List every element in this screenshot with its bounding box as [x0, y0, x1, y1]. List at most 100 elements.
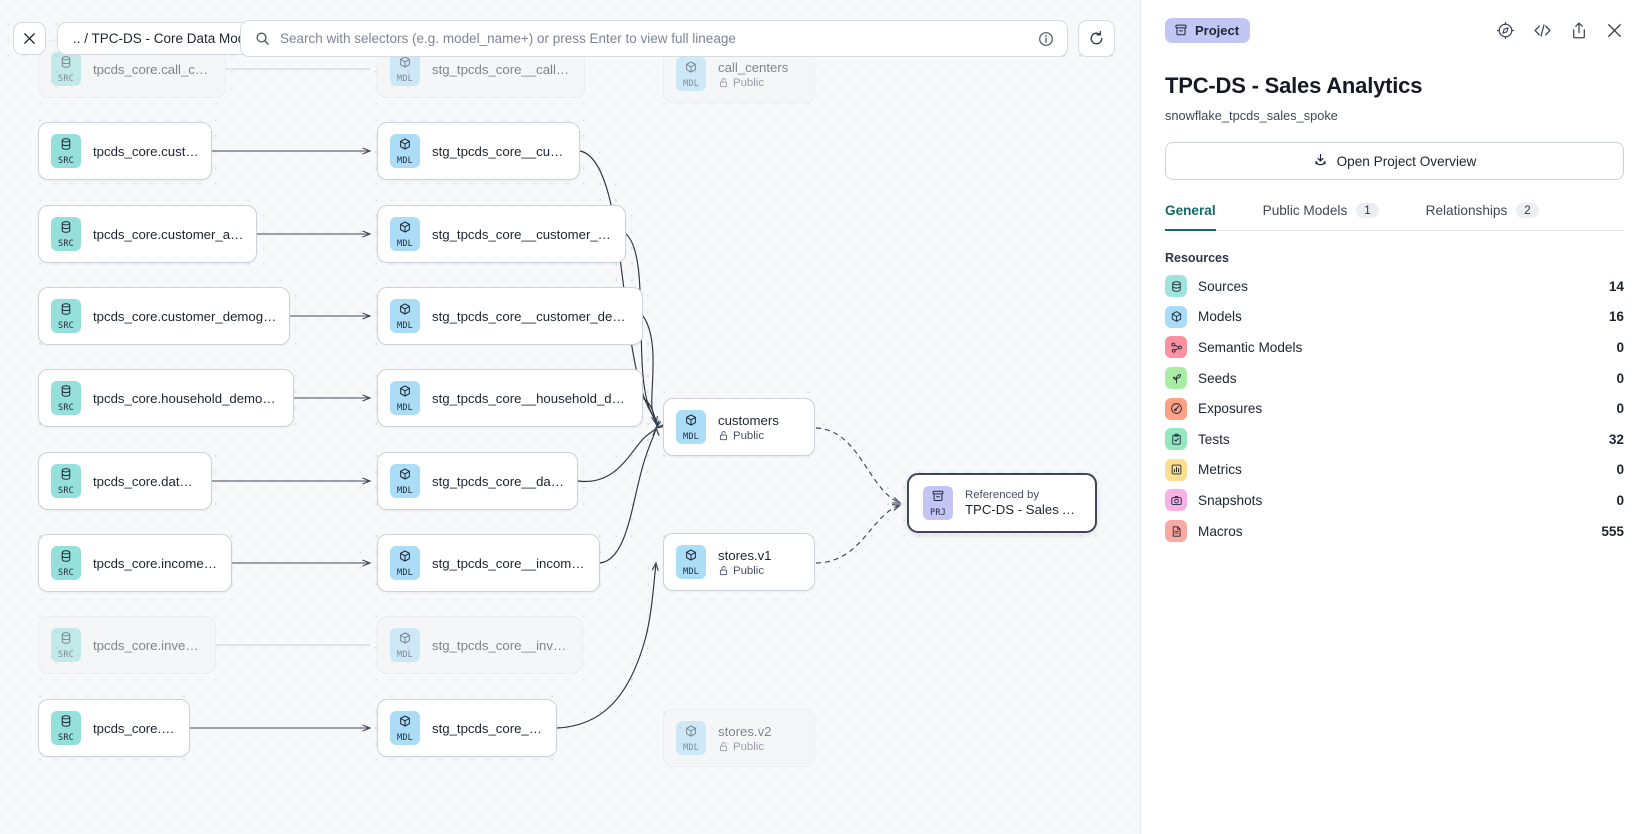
- resource-row-models[interactable]: Models 16: [1165, 302, 1624, 333]
- graph-node[interactable]: MDL stores.v2Public: [663, 709, 815, 767]
- breadcrumb-label: .. / TPC-DS - Core Data Models: [73, 31, 263, 46]
- tab-relationships[interactable]: Relationships2: [1426, 203, 1539, 231]
- graph-node[interactable]: SRC tpcds_core.household_demographics: [38, 369, 294, 427]
- node-type-badge-mdl: MDL: [390, 711, 420, 745]
- resource-name: Sources: [1198, 279, 1598, 294]
- node-label: tpcds_core.store: [93, 721, 177, 736]
- graph-node-project[interactable]: PRJ Referenced byTPC-DS - Sales Analytic…: [907, 473, 1097, 533]
- open-project-overview-button[interactable]: Open Project Overview: [1165, 142, 1624, 180]
- document-icon: [1165, 520, 1187, 542]
- database-icon: [59, 137, 73, 151]
- graph-node[interactable]: MDL stg_tpcds_core__date_dim: [377, 452, 578, 510]
- node-label: tpcds_core.inventory: [93, 638, 203, 653]
- graph-node[interactable]: SRC tpcds_core.customer_demographics: [38, 287, 290, 345]
- node-label: tpcds_core.customer: [93, 144, 199, 159]
- cube-icon: [398, 714, 412, 728]
- node-text: stores.v2Public: [718, 724, 784, 753]
- explore-compass-icon[interactable]: [1496, 21, 1515, 40]
- lineage-canvas[interactable]: .. / TPC-DS - Core Data Models: [0, 0, 1140, 834]
- node-label: stg_tpcds_core__date_dim: [432, 474, 565, 489]
- resource-count: 14: [1609, 279, 1624, 294]
- graph-node[interactable]: MDL stg_tpcds_core__customer_address: [377, 205, 626, 263]
- resource-count: 0: [1616, 462, 1624, 477]
- node-text: tpcds_core.household_demographics: [93, 391, 293, 406]
- graph-node[interactable]: SRC tpcds_core.inventory: [38, 616, 216, 674]
- resource-count: 555: [1601, 524, 1624, 539]
- node-visibility: Public: [718, 741, 772, 753]
- resource-row-semantic-models[interactable]: Semantic Models 0: [1165, 332, 1624, 363]
- graph-node[interactable]: MDL stg_tpcds_core__income_band: [377, 534, 600, 592]
- page-title: TPC-DS - Sales Analytics: [1165, 73, 1624, 99]
- graph-node[interactable]: SRC tpcds_core.income_band: [38, 534, 232, 592]
- tab-general[interactable]: General: [1165, 203, 1216, 231]
- close-lineage-button[interactable]: [13, 22, 46, 55]
- panel-action-icons: [1496, 21, 1624, 40]
- node-text: tpcds_core.customer_demographics: [93, 309, 289, 324]
- refresh-button[interactable]: [1078, 20, 1115, 57]
- graph-node[interactable]: SRC tpcds_core.store: [38, 699, 190, 757]
- lock-open-icon: [718, 741, 729, 752]
- node-type-badge-src: SRC: [51, 217, 81, 251]
- code-brackets-icon[interactable]: [1532, 21, 1553, 40]
- graph-node[interactable]: MDL stg_tpcds_core__customer: [377, 122, 580, 180]
- node-text: stores.v1Public: [718, 548, 784, 577]
- resource-row-exposures[interactable]: Exposures 0: [1165, 393, 1624, 424]
- resource-row-metrics[interactable]: Metrics 0: [1165, 455, 1624, 486]
- graph-node[interactable]: MDL stg_tpcds_core__inventory: [377, 616, 582, 674]
- node-label: stg_tpcds_core__customer_address: [432, 227, 613, 242]
- graph-node[interactable]: SRC tpcds_core.customer: [38, 122, 212, 180]
- lock-open-icon: [718, 565, 729, 576]
- resource-row-seeds[interactable]: Seeds 0: [1165, 363, 1624, 394]
- cube-icon: [398, 467, 412, 481]
- node-text: tpcds_core.income_band: [93, 556, 231, 571]
- project-subtitle: snowflake_tpcds_sales_spoke: [1165, 108, 1624, 123]
- graph-node[interactable]: SRC tpcds_core.customer_address: [38, 205, 257, 263]
- tab-public-models[interactable]: Public Models1: [1263, 203, 1379, 231]
- node-type-badge-mdl: MDL: [676, 721, 706, 755]
- node-type-badge-mdl: MDL: [390, 381, 420, 415]
- node-type-badge-src: SRC: [51, 52, 81, 86]
- node-type-badge-src: SRC: [51, 628, 81, 662]
- resource-row-snapshots[interactable]: Snapshots 0: [1165, 485, 1624, 516]
- close-panel-icon[interactable]: [1605, 21, 1624, 40]
- nodes-icon: [1165, 336, 1187, 358]
- node-label: tpcds_core.income_band: [93, 556, 219, 571]
- camera-icon: [1165, 489, 1187, 511]
- node-text: stg_tpcds_core__customer_demogra…: [432, 309, 642, 324]
- search-icon: [255, 31, 270, 46]
- node-label: customers: [718, 413, 779, 428]
- resource-row-tests[interactable]: Tests 32: [1165, 424, 1624, 455]
- cube-icon: [684, 413, 698, 427]
- panel-header: Project: [1165, 14, 1624, 46]
- search-input[interactable]: [280, 31, 1028, 46]
- node-type-badge-mdl: MDL: [676, 545, 706, 579]
- resources-heading: Resources: [1165, 251, 1624, 265]
- node-label: stg_tpcds_core__customer_demogra…: [432, 309, 630, 324]
- node-label: tpcds_core.call_center: [93, 62, 213, 77]
- lock-open-icon: [718, 77, 729, 88]
- info-icon[interactable]: [1038, 31, 1054, 47]
- graph-node[interactable]: MDL customersPublic: [663, 398, 815, 456]
- lock-open-icon: [718, 430, 729, 441]
- graph-node[interactable]: MDL stg_tpcds_core__household_demogr…: [377, 369, 643, 427]
- panel-tabs: General Public Models1 Relationships2: [1165, 203, 1624, 231]
- graph-node[interactable]: MDL stores.v1Public: [663, 533, 815, 591]
- archive-icon: [931, 489, 945, 503]
- resource-row-macros[interactable]: Macros 555: [1165, 516, 1624, 547]
- share-upload-icon[interactable]: [1570, 21, 1588, 40]
- tab-count: 2: [1516, 203, 1538, 218]
- resource-name: Snapshots: [1198, 493, 1605, 508]
- lineage-search[interactable]: [240, 20, 1068, 57]
- node-type-badge-mdl: MDL: [676, 410, 706, 444]
- graph-node[interactable]: SRC tpcds_core.date_dim: [38, 452, 212, 510]
- resource-count: 16: [1609, 309, 1624, 324]
- cube-icon: [684, 548, 698, 562]
- tab-count: 1: [1356, 203, 1378, 218]
- node-text: tpcds_core.inventory: [93, 638, 215, 653]
- graph-node[interactable]: MDL stg_tpcds_core__store: [377, 699, 557, 757]
- graph-node[interactable]: MDL stg_tpcds_core__customer_demogra…: [377, 287, 643, 345]
- node-text: stg_tpcds_core__income_band: [432, 556, 599, 571]
- database-icon: [59, 302, 73, 316]
- node-label: stores.v2: [718, 724, 772, 739]
- resource-row-sources[interactable]: Sources 14: [1165, 271, 1624, 302]
